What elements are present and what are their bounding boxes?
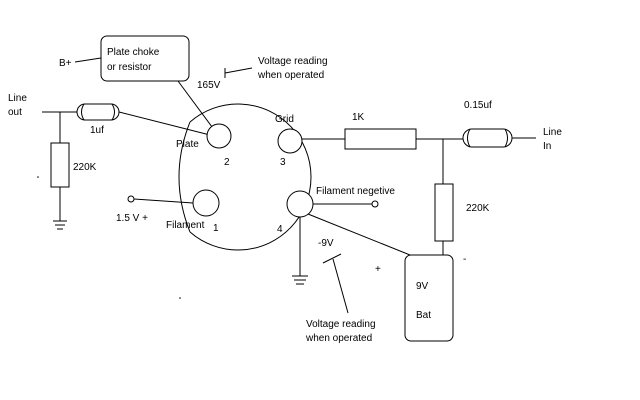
- filament-negative-label: Filament negetive: [316, 186, 395, 197]
- output-capacitor-band2: [111, 103, 115, 121]
- battery-label-line1: 9V: [416, 281, 429, 292]
- line-in-label-line2: In: [543, 141, 551, 152]
- plate-voltage-label: 165V: [197, 80, 221, 91]
- bias-voltage-pointer: [332, 258, 349, 314]
- plate-choke-label-line2: or resistor: [107, 62, 152, 73]
- b-plus-wire: [74, 57, 102, 63]
- plate-choke-box: [100, 35, 190, 82]
- stray-dot-2: [179, 297, 181, 299]
- line-in-label-line1: Line: [543, 127, 562, 138]
- choke-to-plate-wire: [177, 80, 219, 136]
- pin2-label: 2: [224, 157, 230, 168]
- filament-supply-label: 1.5 V +: [116, 213, 148, 224]
- input-capacitor-band: [467, 128, 471, 148]
- grid-label: Grid: [275, 114, 294, 125]
- pin1-label: 1: [213, 223, 219, 234]
- grid-resistor-label: 1K: [352, 112, 365, 123]
- output-capacitor-band: [81, 103, 85, 121]
- line-out-label-line2: out: [8, 107, 22, 118]
- voltage-reading-bottom-line2: when operated: [305, 333, 372, 344]
- filament-negative-terminal: [371, 200, 379, 208]
- input-capacitor: [462, 128, 513, 148]
- grid-pin: [277, 128, 303, 154]
- plate-label: Plate: [176, 139, 199, 150]
- plate-choke-label-line1: Plate choke: [107, 47, 160, 58]
- filament-supply-terminal: [127, 195, 135, 203]
- filament-label: Filament: [166, 220, 205, 231]
- voltage-reading-top-line2: when operated: [257, 70, 324, 81]
- voltage-reading-top-line1: Voltage reading: [258, 56, 328, 67]
- bias-voltage-tick: [322, 253, 342, 264]
- battery: [404, 254, 454, 342]
- battery-minus-label: -: [463, 254, 466, 265]
- input-shunt-resistor: [434, 183, 454, 242]
- battery-label-line2: Bat: [416, 310, 431, 321]
- tube-envelope: [189, 103, 312, 251]
- cap-to-plate-wire: [118, 111, 211, 136]
- tube-envelope-left: [178, 121, 191, 233]
- pin4-label: 4: [277, 224, 283, 235]
- output-shunt-resistor: [50, 142, 70, 188]
- input-capacitor-band2: [504, 128, 508, 148]
- filament-supply-wire: [133, 198, 194, 204]
- filament-negative-pin: [286, 190, 314, 218]
- output-capacitor: [76, 103, 120, 121]
- b-plus-label: B+: [59, 58, 72, 69]
- stray-dot-1: [37, 176, 39, 178]
- output-capacitor-label: 1uf: [90, 125, 104, 136]
- input-shunt-resistor-label: 220K: [466, 203, 490, 214]
- pin4-to-battery-wire: [307, 213, 411, 256]
- grid-bias-voltage-label: -9V: [318, 238, 334, 249]
- pin3-label: 3: [280, 157, 286, 168]
- input-capacitor-label: 0.15uf: [464, 100, 492, 111]
- output-shunt-resistor-label: 220K: [73, 162, 97, 173]
- line-out-label-line1: Line: [8, 93, 27, 104]
- battery-plus-label: +: [375, 264, 381, 275]
- voltage-reading-bottom-line1: Voltage reading: [306, 319, 376, 330]
- grid-resistor: [344, 128, 417, 150]
- filament-pin: [192, 189, 220, 217]
- plate-pin: [206, 123, 232, 149]
- plate-voltage-pointer: [224, 67, 253, 74]
